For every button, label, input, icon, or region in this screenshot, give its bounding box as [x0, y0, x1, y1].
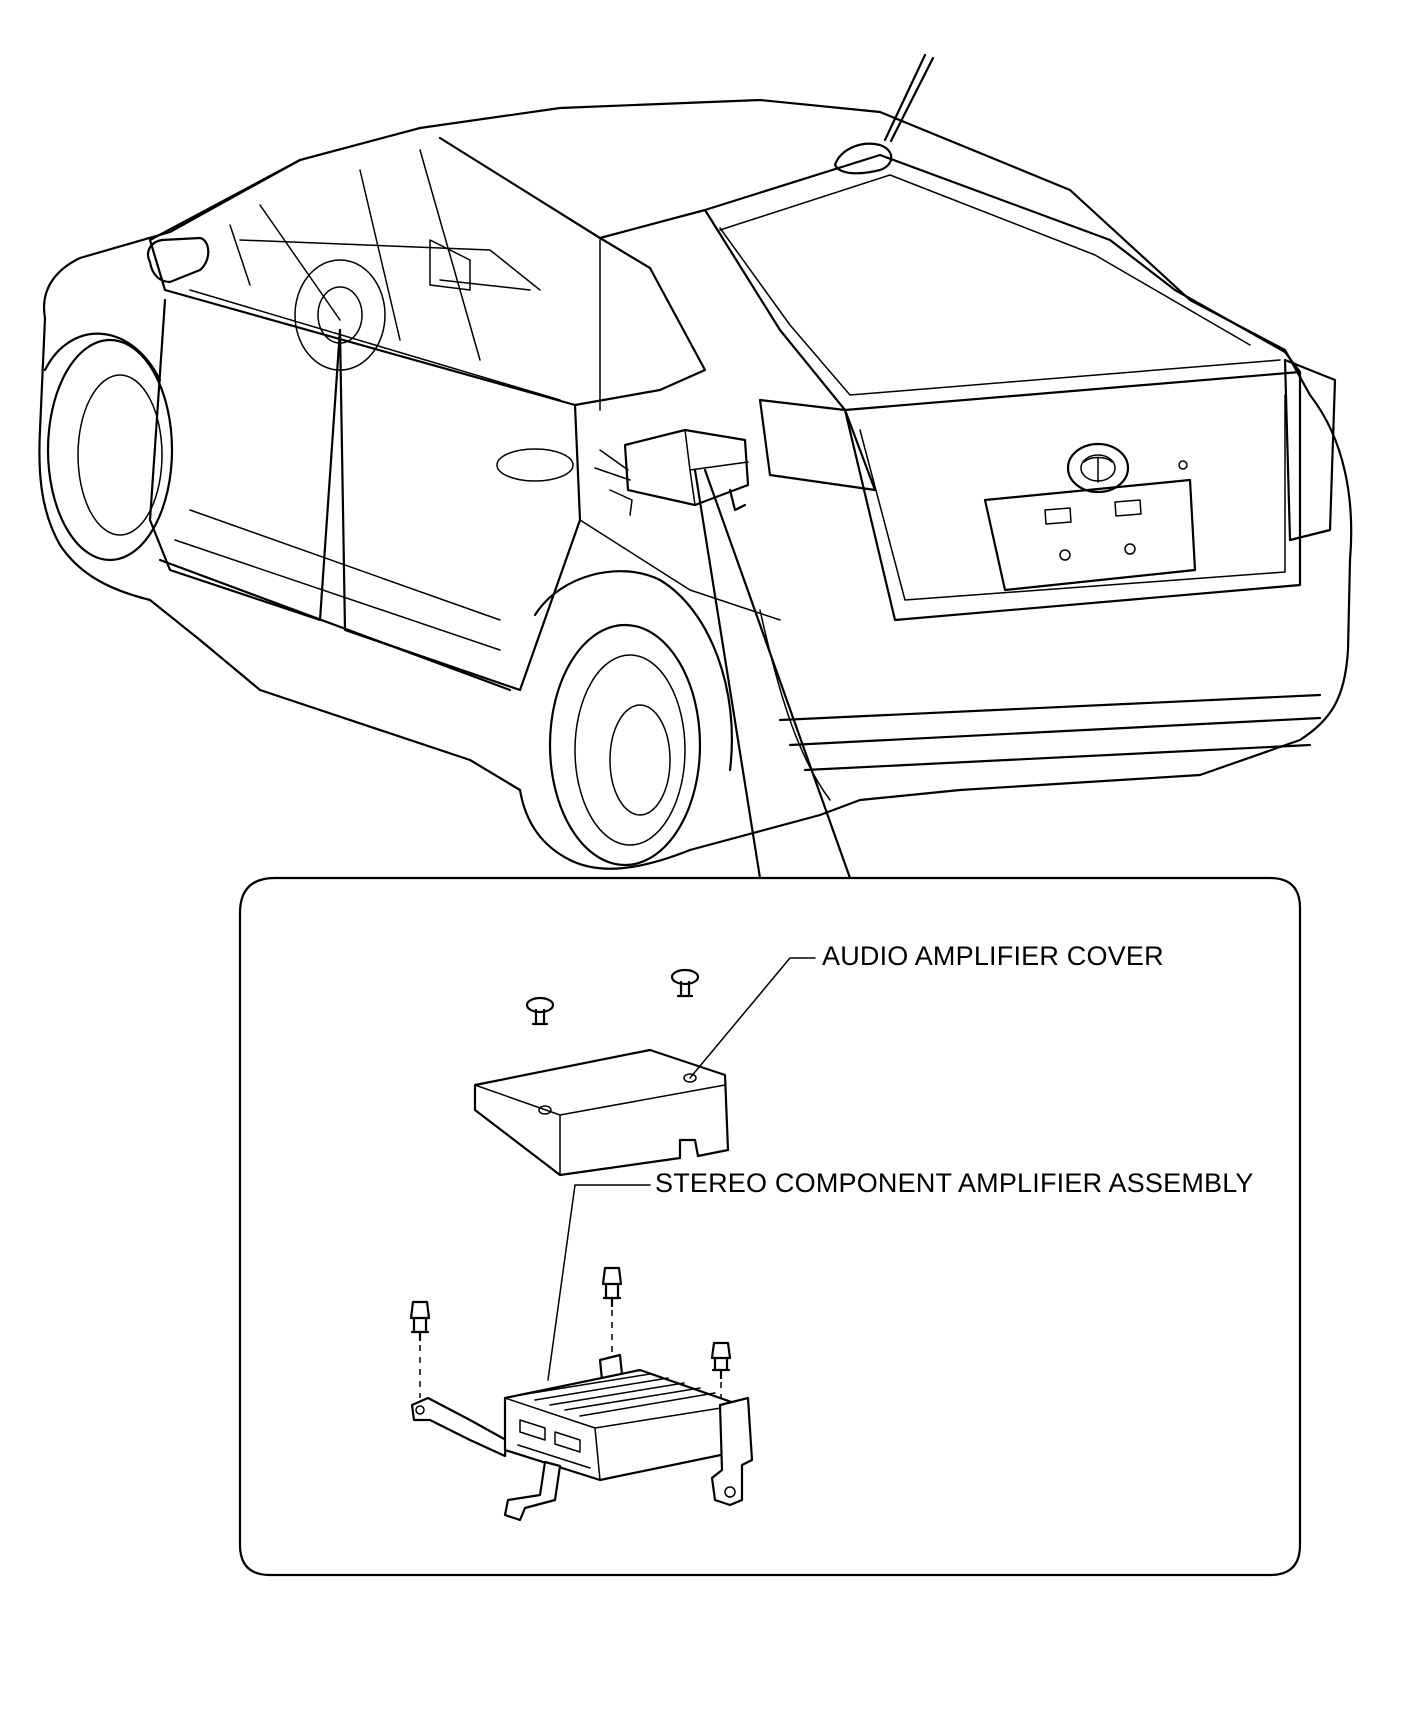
stereo-component-amplifier-assembly: [410, 1353, 754, 1522]
stereo-component-amplifier-assembly-label: STEREO COMPONENT AMPLIFIER ASSEMBLY: [655, 1168, 1254, 1198]
audio-amplifier-cover: [473, 1048, 730, 1177]
cover-leader-line: [689, 957, 816, 1079]
vehicle-illustration: [38, 53, 1353, 870]
clip-right-icon: [670, 968, 700, 998]
audio-amplifier-cover-label: AUDIO AMPLIFIER COVER: [822, 941, 1164, 971]
bolt-left-icon: [409, 1300, 431, 1398]
bolt-center-icon: [601, 1266, 623, 1360]
clip-left-icon: [525, 996, 555, 1026]
amplifier-leader-line: [547, 1184, 651, 1381]
detail-callout: [238, 468, 1302, 1577]
